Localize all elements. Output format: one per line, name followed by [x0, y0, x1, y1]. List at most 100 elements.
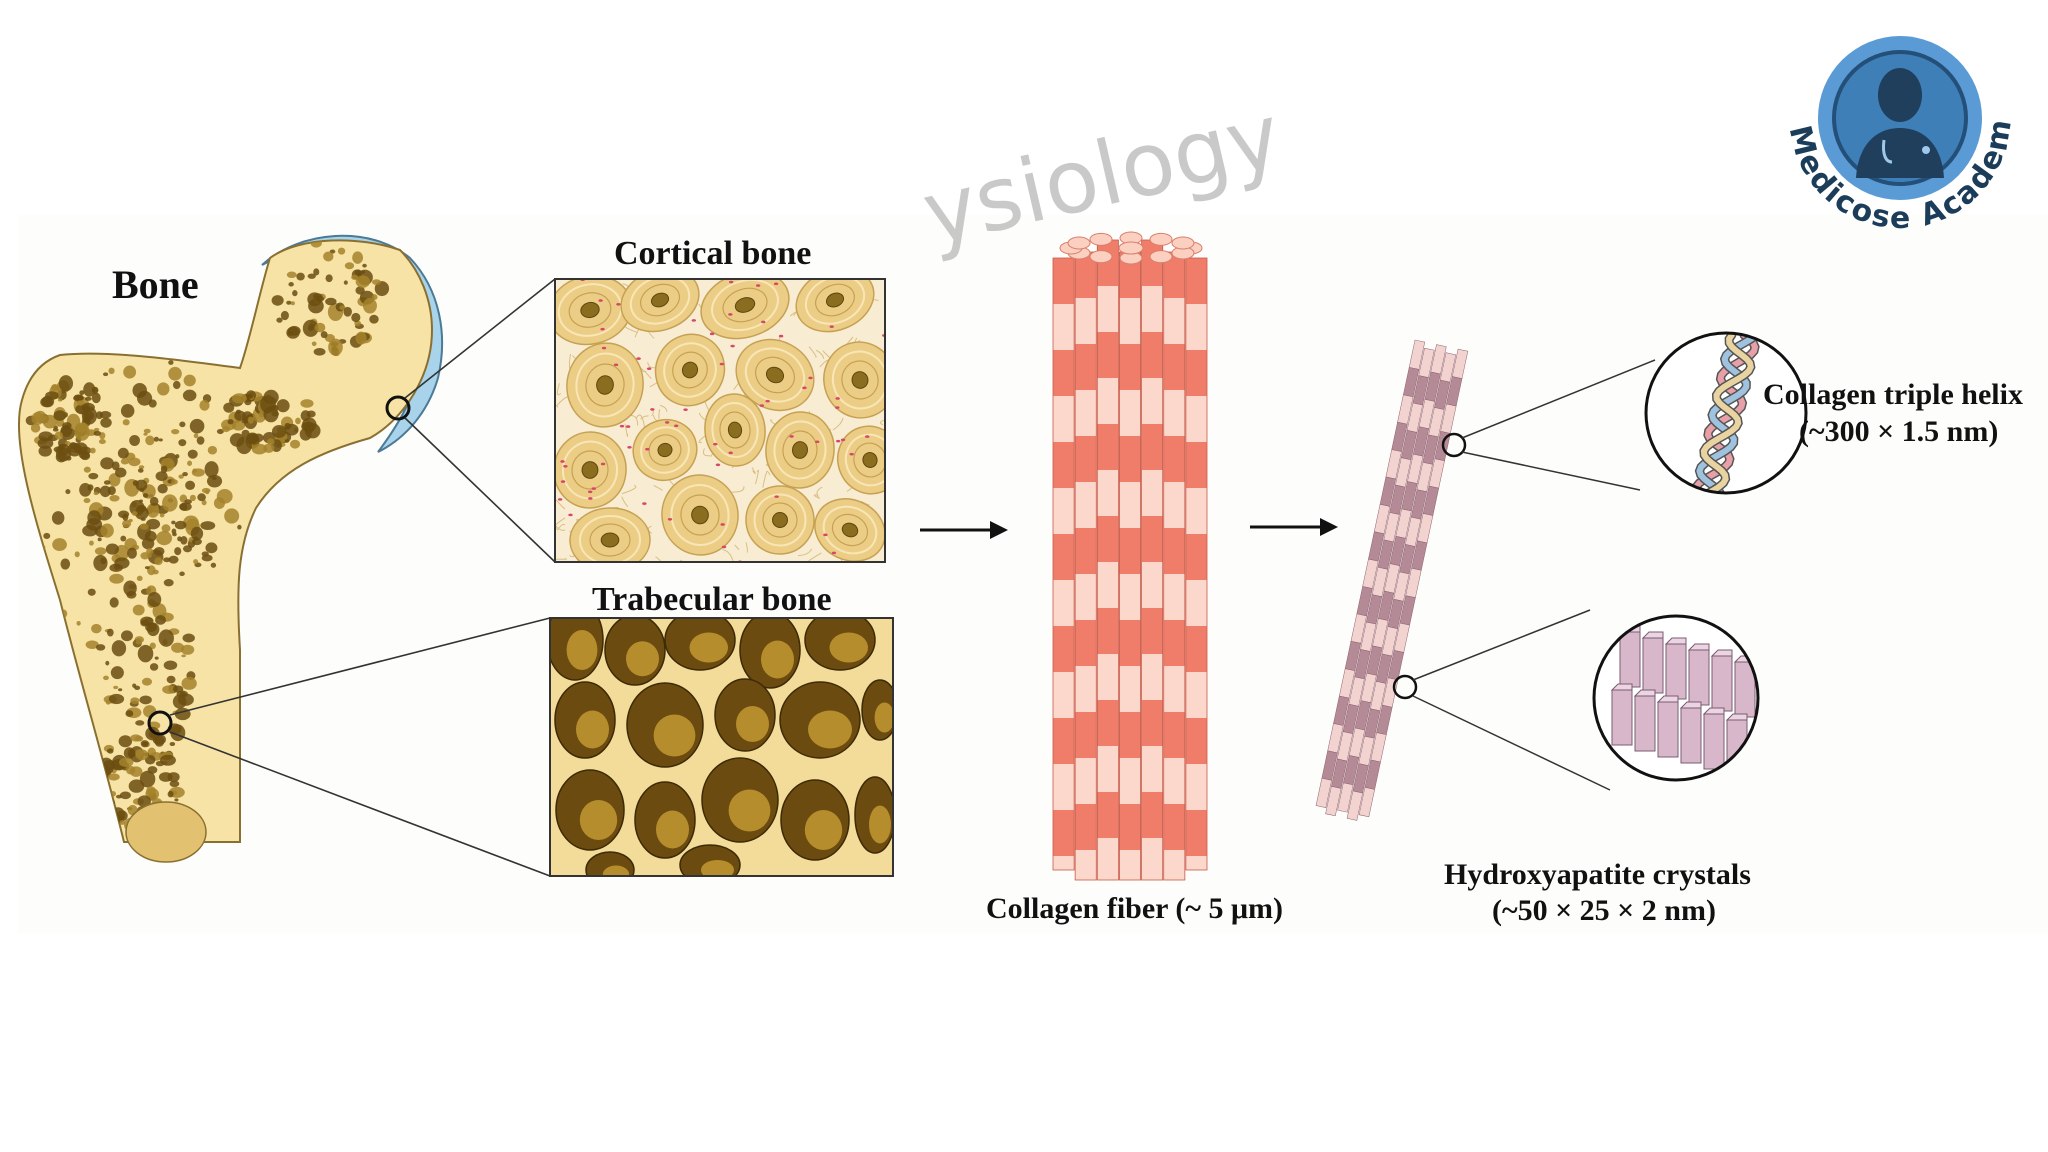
osteon-ring	[822, 505, 878, 555]
bone-pore	[295, 417, 301, 425]
fiber-end	[1149, 232, 1173, 246]
bone-pore	[145, 518, 161, 530]
bone-pore	[146, 622, 160, 637]
osteocyte	[802, 386, 807, 390]
bone-pore	[53, 410, 67, 421]
bone-pore	[300, 410, 311, 422]
osteocyte	[627, 446, 632, 449]
osteocyte	[720, 523, 725, 526]
bone-pore	[105, 660, 110, 666]
lamella-line	[653, 484, 663, 491]
bone-pore	[154, 656, 159, 660]
bone-pore	[311, 341, 317, 347]
osteon	[654, 333, 726, 407]
bone-pore	[163, 660, 178, 670]
arrow-right-icon	[1250, 518, 1338, 536]
bone-pore	[130, 734, 142, 742]
bone-pore	[58, 375, 74, 392]
bone-pore	[171, 479, 178, 485]
bone-pore	[100, 457, 115, 470]
osteon-ring	[561, 440, 619, 500]
bone-pore	[93, 430, 102, 436]
trabecular-pore-depth	[804, 810, 843, 850]
trabecular-pore-depth	[874, 702, 893, 733]
bone-pore	[143, 705, 157, 718]
lamella-line	[879, 419, 885, 426]
bone-pore	[172, 685, 184, 693]
bone-pore	[109, 573, 124, 584]
osteon	[704, 393, 766, 467]
osteon-ring	[672, 351, 708, 389]
osteocyte	[613, 363, 619, 367]
osteocyte	[588, 497, 593, 500]
bone-pore	[362, 298, 377, 314]
bone-pore	[189, 494, 196, 502]
bone-pore	[123, 580, 137, 597]
zoom-marker-trabecular	[147, 710, 173, 736]
osteocyte	[765, 399, 770, 403]
bone-pore	[149, 642, 156, 650]
bone-pore	[325, 274, 333, 283]
osteocyte	[730, 344, 735, 348]
bone-pore	[300, 399, 314, 408]
fiber-segment	[1163, 850, 1185, 880]
bone-pore	[153, 546, 165, 556]
trabecular-pore-depth	[653, 714, 696, 757]
lamella-line	[732, 486, 745, 493]
bone-pore	[95, 411, 103, 420]
fiber-segment	[1097, 286, 1119, 332]
fiber-segment	[1185, 810, 1207, 856]
bone-pore	[83, 466, 91, 473]
osteon-ring	[663, 342, 717, 398]
trabecular-pore-depth	[626, 641, 659, 677]
bone-pore	[339, 305, 346, 311]
fiber-segment	[1141, 654, 1163, 700]
bone-pore	[99, 485, 111, 498]
fiber-segment	[1163, 620, 1185, 666]
fiber-end	[1089, 250, 1113, 264]
osteon-ring	[841, 360, 879, 400]
bone-pore	[192, 468, 197, 473]
collagen-fibril	[1315, 339, 1469, 821]
haversian-canal	[792, 441, 808, 459]
bone-pore	[152, 603, 167, 620]
osteocyte	[560, 480, 566, 483]
bone-pore	[179, 502, 192, 511]
osteon-ring	[575, 352, 635, 418]
bone-pore	[143, 428, 151, 434]
fiber-segment	[1075, 574, 1097, 620]
bone-pore	[206, 474, 223, 488]
lamella-line	[808, 346, 817, 358]
bone-pore	[185, 480, 196, 491]
bone-pore	[140, 619, 149, 627]
bone-pore	[179, 421, 186, 428]
fiber-segment	[1119, 574, 1141, 620]
bone-pore	[328, 338, 343, 356]
osteocyte	[815, 440, 820, 444]
bone-pore	[43, 532, 51, 539]
fiber-segment	[1163, 344, 1185, 390]
fiber-segment	[1097, 332, 1119, 378]
bone-pore	[141, 677, 153, 686]
fiber-segment	[1075, 804, 1097, 850]
osteocyte	[642, 502, 647, 505]
bone-pore	[137, 795, 151, 808]
bone-pore	[122, 513, 129, 521]
haversian-canal	[765, 366, 785, 384]
bone-pore	[55, 443, 72, 462]
bone-pore	[52, 538, 67, 552]
bone-pore	[181, 677, 197, 690]
trabecular-pore-depth	[689, 632, 728, 663]
bone-pore	[222, 426, 230, 433]
lamella-line	[832, 417, 844, 431]
bone-pore	[276, 317, 283, 323]
fiber-segment	[1097, 608, 1119, 654]
osteon-ring	[844, 433, 885, 487]
bone-pore	[200, 521, 216, 531]
bone-pore	[166, 675, 176, 684]
bone-pore	[231, 393, 247, 404]
osteocyte	[728, 280, 734, 284]
fiber-segment	[1097, 700, 1119, 746]
osteocyte	[835, 397, 840, 400]
lamella-line	[798, 548, 813, 556]
